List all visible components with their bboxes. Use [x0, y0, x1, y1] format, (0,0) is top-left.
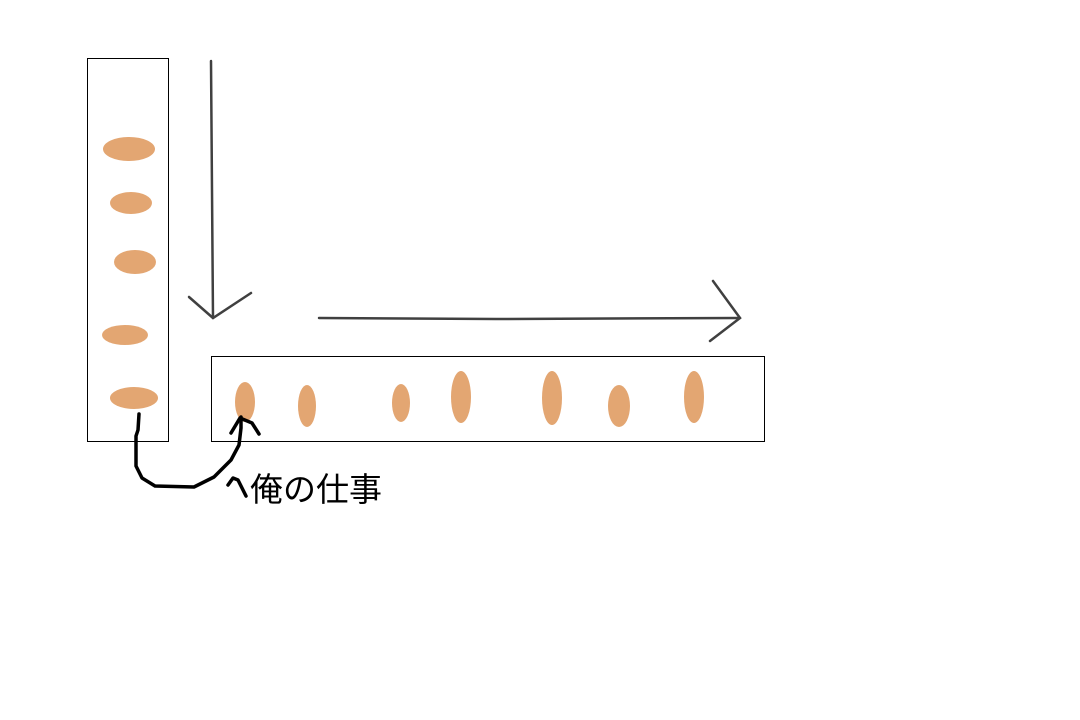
- down-arrow-icon: [187, 59, 253, 320]
- item-horizontal-ellipse: [102, 325, 148, 345]
- handoff-arrow-icon: [134, 412, 261, 498]
- item-vertical-ellipse: [608, 385, 630, 427]
- item-vertical-ellipse: [298, 385, 316, 427]
- right-arrow-icon: [317, 279, 742, 343]
- item-horizontal-ellipse: [114, 250, 156, 274]
- vertical-conveyor-box: [87, 58, 169, 442]
- item-vertical-ellipse: [684, 371, 704, 423]
- item-vertical-ellipse: [451, 371, 471, 423]
- item-horizontal-ellipse: [110, 387, 158, 409]
- horizontal-conveyor-box: [211, 356, 765, 442]
- horizontal-conveyor-items: [235, 371, 704, 427]
- item-vertical-ellipse: [392, 384, 410, 422]
- my-job-label: 俺の仕事: [250, 470, 382, 509]
- item-horizontal-ellipse: [103, 137, 155, 161]
- item-vertical-ellipse: [235, 382, 255, 422]
- item-vertical-ellipse: [542, 371, 562, 425]
- item-horizontal-ellipse: [110, 192, 152, 214]
- vertical-conveyor-items: [102, 137, 158, 409]
